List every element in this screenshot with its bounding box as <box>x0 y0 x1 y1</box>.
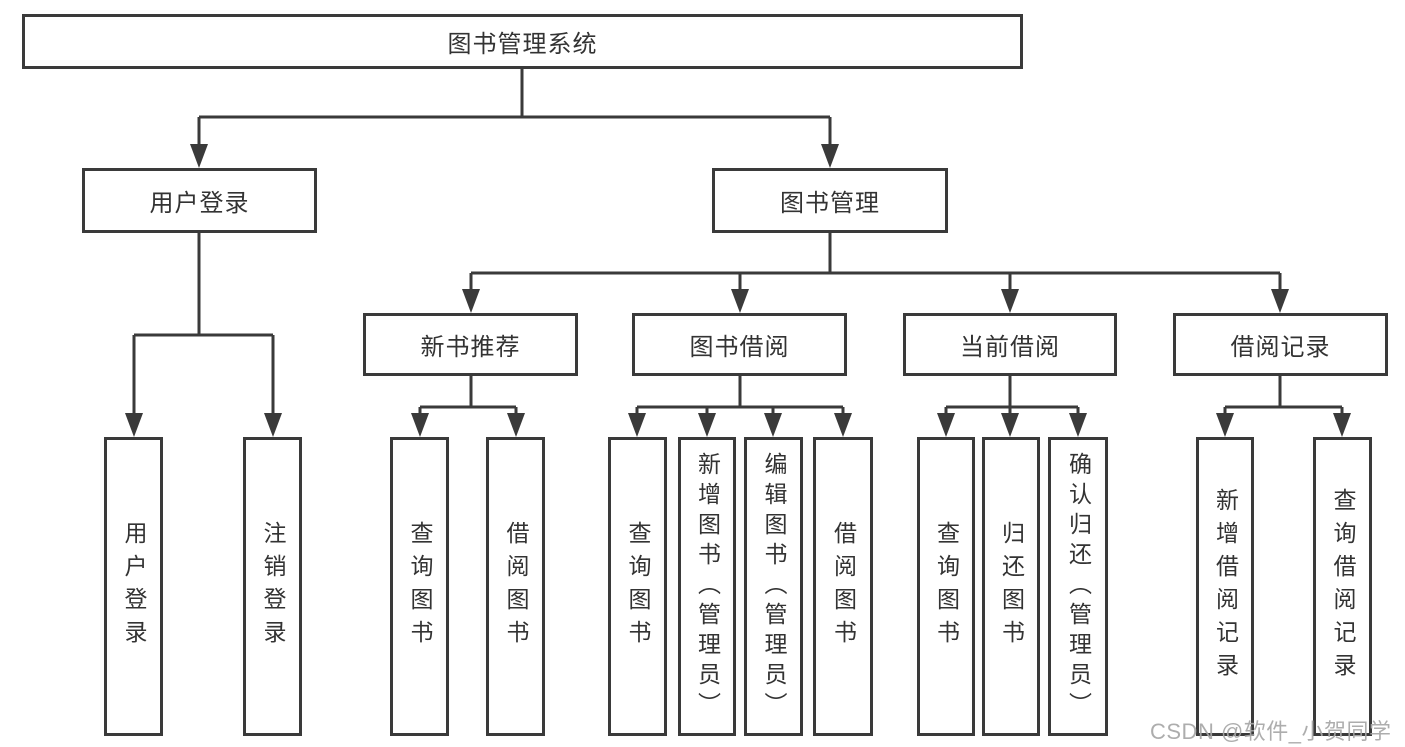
node-library-system: 图书管理系统 <box>22 14 1023 69</box>
leaf-confirm-return-admin: 确认归还（管理员） <box>1048 437 1108 736</box>
arrowhead-icons <box>125 144 1351 437</box>
leaf-logout: 注销登录 <box>243 437 302 736</box>
leaf-user-login: 用户登录 <box>104 437 163 736</box>
leaf-return-book: 归还图书 <box>982 437 1040 736</box>
leaf-query-books-borrow: 查询图书 <box>608 437 667 736</box>
leaf-borrow-books-recommend: 借阅图书 <box>486 437 545 736</box>
node-current-borrow: 当前借阅 <box>903 313 1117 376</box>
leaf-query-books-current: 查询图书 <box>917 437 975 736</box>
node-new-book-recommend: 新书推荐 <box>363 313 578 376</box>
leaf-edit-book-admin: 编辑图书（管理员） <box>744 437 803 736</box>
connector-path <box>132 69 1344 415</box>
node-book-borrow: 图书借阅 <box>632 313 847 376</box>
leaf-query-books-recommend: 查询图书 <box>390 437 449 736</box>
node-user-login: 用户登录 <box>82 168 317 233</box>
node-book-management: 图书管理 <box>712 168 948 233</box>
watermark: CSDN @软件_小贺同学 <box>1150 719 1392 744</box>
leaf-add-borrow-record: 新增借阅记录 <box>1196 437 1254 736</box>
leaf-add-book-admin: 新增图书（管理员） <box>678 437 736 736</box>
node-borrow-records: 借阅记录 <box>1173 313 1388 376</box>
leaf-query-borrow-record: 查询借阅记录 <box>1313 437 1372 736</box>
leaf-borrow-books: 借阅图书 <box>813 437 873 736</box>
